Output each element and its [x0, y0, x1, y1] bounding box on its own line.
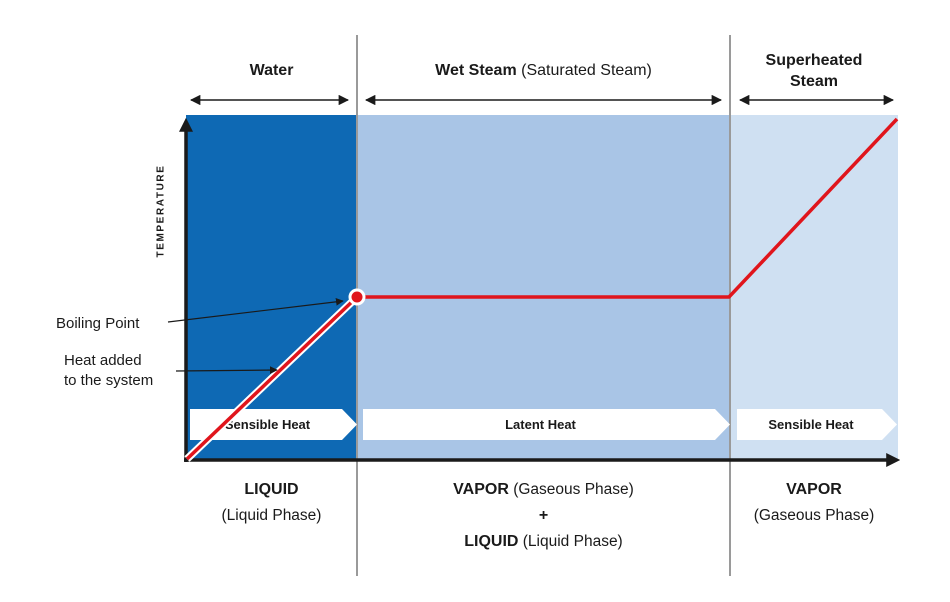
vapor2-rest: (Gaseous Phase)	[753, 507, 875, 524]
label-superheated-line2: Steam	[789, 73, 839, 90]
liquid2-rest: (Liquid Phase)	[518, 533, 623, 550]
label-water-text: Water	[249, 62, 294, 79]
liquid-rest: (Liquid Phase)	[221, 507, 322, 524]
banner-sensible-heat-left: Sensible Heat	[190, 409, 357, 440]
plus-sign: +	[538, 507, 549, 524]
banner-latent-heat: Latent Heat	[363, 409, 730, 440]
y-axis-label: TEMPERATURE	[155, 164, 167, 258]
vapor-rest: (Gaseous Phase)	[508, 481, 634, 498]
region-water	[186, 115, 357, 460]
label-water: Water	[186, 62, 357, 80]
region-superheated-steam	[730, 115, 898, 460]
label-wet-steam: Wet Steam (Saturated Steam)	[357, 62, 730, 80]
bottom-label-vapor-liquid: VAPOR (Gaseous Phase) + LIQUID (Liquid P…	[357, 479, 730, 557]
heat-added-label: Heat added to the system	[64, 351, 153, 391]
label-superheated-line1: Superheated	[765, 52, 863, 69]
banner-sensible-heat-right: Sensible Heat	[737, 409, 897, 440]
heat-added-line2: to the system	[64, 372, 154, 389]
boiling-point-label: Boiling Point	[56, 315, 140, 332]
region-wet-steam	[357, 115, 730, 460]
liquid-bold: LIQUID	[244, 481, 299, 498]
vapor-bold: VAPOR	[453, 481, 509, 498]
banner-label: Sensible Heat	[224, 417, 311, 432]
bottom-label-liquid: LIQUID (Liquid Phase)	[186, 479, 357, 527]
label-wet-steam-rest: (Saturated Steam)	[516, 62, 652, 79]
banner-label: Sensible Heat	[768, 417, 854, 432]
vapor2-bold: VAPOR	[786, 481, 842, 498]
banner-label: Latent Heat	[505, 417, 576, 432]
bottom-label-vapor: VAPOR (Gaseous Phase)	[730, 479, 898, 527]
liquid2-bold: LIQUID	[464, 533, 519, 550]
heat-added-line1: Heat added	[64, 352, 142, 369]
label-superheated-steam: Superheated Steam	[730, 50, 898, 92]
label-wet-steam-bold: Wet Steam	[435, 62, 517, 79]
